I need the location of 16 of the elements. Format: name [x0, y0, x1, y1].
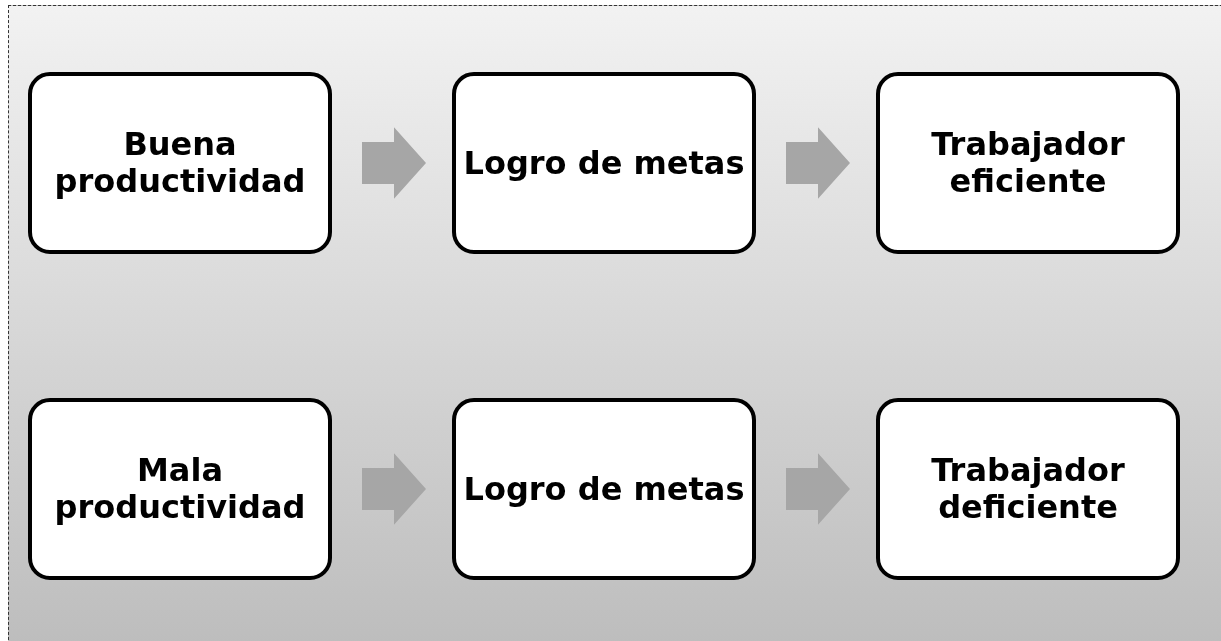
- process-box: [452, 398, 756, 580]
- block-arrow: [786, 127, 850, 199]
- box-label: Trabajador deficiente: [931, 451, 1125, 526]
- box-label: Buena productividad: [54, 125, 306, 200]
- process-box: [28, 398, 332, 580]
- block-arrow: [362, 453, 426, 525]
- box-label: Mala productividad: [54, 451, 306, 526]
- box-label: Logro de metas: [463, 143, 745, 182]
- process-box: [876, 72, 1180, 254]
- block-arrow: [362, 127, 426, 199]
- process-box: [28, 72, 332, 254]
- box-label: Logro de metas: [463, 469, 745, 508]
- box-label: Trabajador eficiente: [931, 125, 1125, 200]
- process-box: [876, 398, 1180, 580]
- block-arrow: [786, 453, 850, 525]
- process-box: [452, 72, 756, 254]
